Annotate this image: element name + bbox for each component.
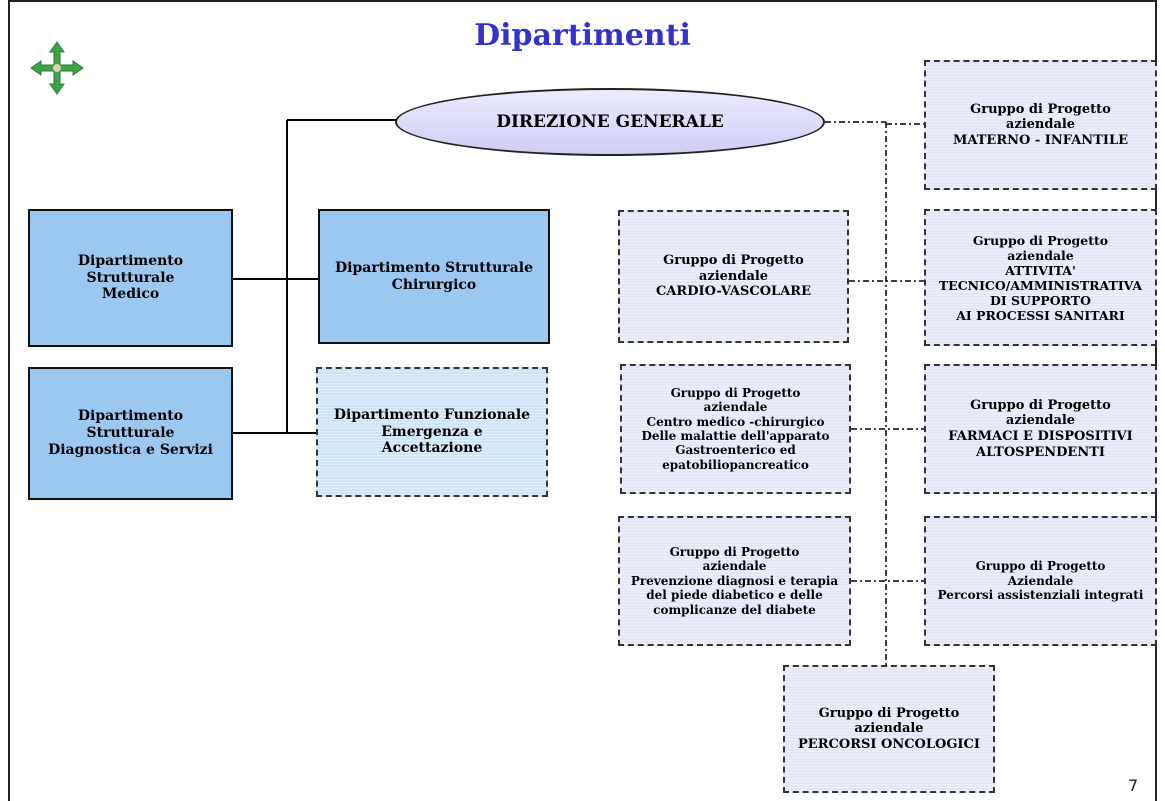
piede-line-3: Prevenzione diagnosi e terapia bbox=[630, 573, 839, 588]
chirurgico-line-2: Chirurgico bbox=[391, 276, 477, 293]
gruppo-oncologici-box: Gruppo di Progetto aziendale PERCORSI ON… bbox=[783, 665, 995, 793]
attivita-line-5: DI SUPPORTO bbox=[989, 292, 1091, 308]
cardio-line-1: Gruppo di Progetto bbox=[663, 253, 804, 269]
materno-line-2: aziendale bbox=[1005, 117, 1076, 133]
direzione-generale-node: DIREZIONE GENERALE bbox=[395, 88, 825, 156]
attivita-line-3: ATTIVITA' bbox=[1005, 262, 1076, 278]
diagnostica-line-2: Diagnostica e Servizi bbox=[48, 441, 213, 458]
attivita-line-2: aziendale bbox=[1007, 247, 1074, 263]
oncologici-line-1: Gruppo di Progetto bbox=[818, 705, 960, 721]
centro-line-4: Delle malattie dell'apparato bbox=[641, 429, 830, 443]
dipartimento-diagnostica-box: Dipartimento Strutturale Diagnostica e S… bbox=[28, 367, 233, 500]
dipartimento-emergenza-box: Dipartimento Funzionale Emergenza e Acce… bbox=[316, 367, 548, 497]
percorsi-line-3: Percorsi assistenziali integrati bbox=[937, 588, 1144, 603]
page-title: Dipartimenti bbox=[474, 18, 691, 53]
chirurgico-line-1: Dipartimento Strutturale bbox=[335, 259, 533, 276]
farmaci-line-3: FARMACI E DISPOSITIVI bbox=[948, 429, 1133, 444]
emergenza-line-3: Accettazione bbox=[381, 440, 483, 457]
piede-line-1: Gruppo di Progetto bbox=[669, 545, 800, 560]
oncologici-line-3: PERCORSI ONCOLOGICI bbox=[798, 736, 980, 752]
page-number: 7 bbox=[1128, 776, 1139, 795]
farmaci-line-4: ALTOSPENDENTI bbox=[976, 444, 1105, 460]
centro-line-2: aziendale bbox=[703, 400, 768, 415]
direzione-generale-label: DIREZIONE GENERALE bbox=[496, 112, 724, 132]
gruppo-attivita-box: Gruppo di Progetto aziendale ATTIVITA' T… bbox=[924, 209, 1157, 346]
attivita-line-1: Gruppo di Progetto bbox=[972, 232, 1109, 248]
centro-line-6: epatobiliopancreatico bbox=[662, 457, 809, 472]
emergenza-line-1: Dipartimento Funzionale bbox=[333, 406, 531, 423]
gruppo-cardio-box: Gruppo di Progetto aziendale CARDIO-VASC… bbox=[618, 210, 849, 343]
gruppo-farmaci-box: Gruppo di Progetto aziendale FARMACI E D… bbox=[924, 364, 1157, 494]
centro-line-5: Gastroenterico ed bbox=[675, 443, 796, 458]
percorsi-line-2: Aziendale bbox=[1007, 573, 1074, 588]
dipartimento-medico-box: Dipartimento Strutturale Medico bbox=[28, 209, 233, 347]
attivita-line-6: AI PROCESSI SANITARI bbox=[956, 307, 1125, 323]
cardio-line-2: aziendale bbox=[698, 268, 769, 284]
cross-logo-icon bbox=[30, 41, 84, 95]
gruppo-piede-box: Gruppo di Progetto aziendale Prevenzione… bbox=[618, 516, 851, 646]
dipartimento-chirurgico-box: Dipartimento Strutturale Chirurgico bbox=[318, 209, 550, 344]
farmaci-line-2: aziendale bbox=[1005, 413, 1076, 429]
piede-line-5: complicanze del diabete bbox=[653, 602, 816, 617]
cardio-line-3: CARDIO-VASCOLARE bbox=[655, 284, 811, 300]
gruppo-materno-box: Gruppo di Progetto aziendale MATERNO - I… bbox=[924, 60, 1157, 190]
farmaci-line-1: Gruppo di Progetto bbox=[970, 397, 1111, 413]
materno-line-3: MATERNO - INFANTILE bbox=[952, 132, 1128, 148]
emergenza-line-2: Emergenza e bbox=[381, 423, 483, 440]
centro-line-3: Centro medico -chirurgico bbox=[646, 414, 825, 429]
oncologici-line-2: aziendale bbox=[854, 721, 924, 737]
medico-line-1: Dipartimento Strutturale bbox=[77, 252, 184, 286]
piede-line-4: del piede diabetico e delle bbox=[646, 588, 823, 603]
medico-line-2: Medico bbox=[101, 286, 160, 303]
gruppo-centro-box: Gruppo di Progetto aziendale Centro medi… bbox=[620, 364, 851, 494]
diagnostica-line-1: Dipartimento Strutturale bbox=[77, 408, 184, 442]
attivita-line-4: TECNICO/AMMINISTRATIVA bbox=[938, 277, 1143, 293]
centro-line-1: Gruppo di Progetto bbox=[670, 385, 801, 400]
materno-line-1: Gruppo di Progetto bbox=[970, 101, 1111, 117]
piede-line-2: aziendale bbox=[702, 559, 767, 574]
gruppo-percorsi-box: Gruppo di Progetto Aziendale Percorsi as… bbox=[924, 516, 1157, 646]
percorsi-line-1: Gruppo di Progetto bbox=[975, 559, 1106, 574]
